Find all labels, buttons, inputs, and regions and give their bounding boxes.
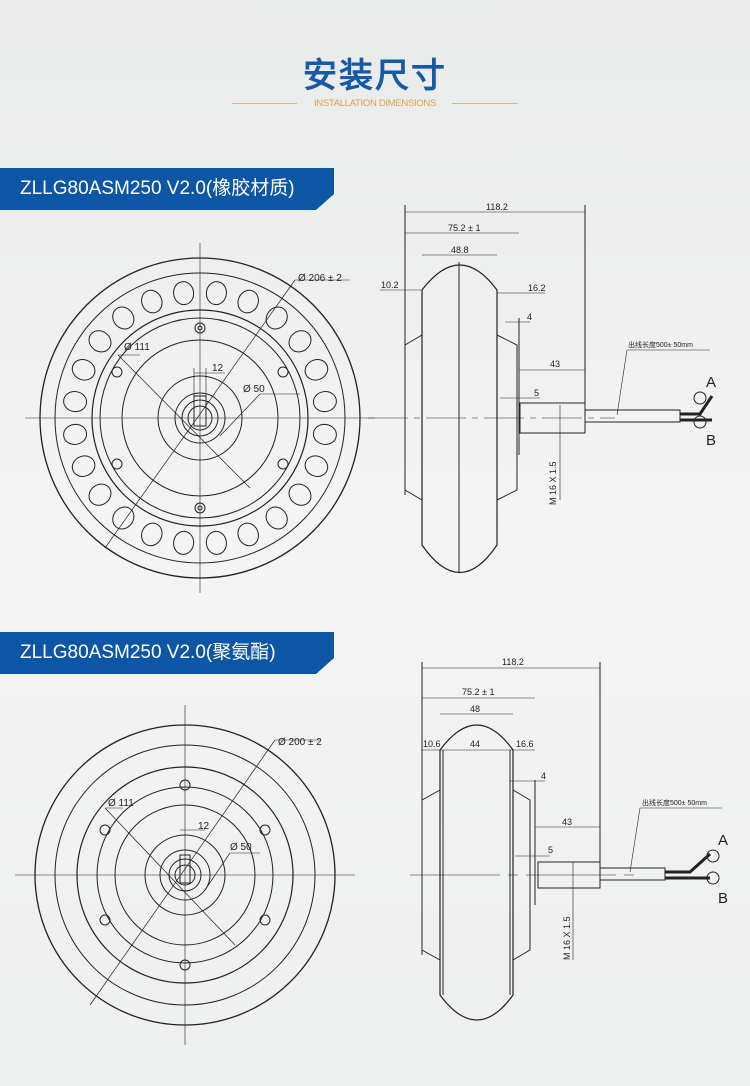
model-banner-rubber: ZLLG80ASM250 V2.0(橡胶材质) (0, 168, 334, 210)
axle-width-label: 12 (198, 821, 210, 832)
connector-b-label: B (706, 432, 716, 449)
ventilation-hole (265, 306, 288, 330)
shaft-length-label: 43 (562, 817, 572, 827)
divider-left (232, 103, 297, 104)
thread-label: M 16 X 1.5 (562, 916, 572, 960)
thread-label: M 16 X 1.5 (548, 461, 558, 505)
connector-a-label: A (706, 374, 716, 391)
ventilation-hole (112, 306, 135, 330)
ventilation-hole (88, 483, 112, 506)
flange-label: 4 (527, 312, 532, 322)
ventilation-hole (205, 281, 227, 306)
ventilation-hole (88, 330, 112, 353)
ventilation-hole (141, 522, 163, 547)
step-label: 5 (548, 845, 553, 855)
front-view-rubber (25, 243, 375, 593)
page-subtitle: INSTALLATION DIMENSIONS (313, 98, 437, 109)
ventilation-hole (141, 289, 163, 314)
cable-length-label: 出线长度500± 50mm (642, 798, 707, 807)
ventilation-hole (112, 506, 135, 530)
left-offset-label: 10.6 (423, 739, 441, 749)
left-offset-label: 10.2 (381, 280, 399, 290)
connector-b-label: B (718, 890, 728, 907)
inner-width-label: 44 (470, 739, 480, 749)
total-length-label: 118.2 (486, 202, 508, 212)
shaft-length-label: 43 (550, 359, 560, 369)
divider-right (452, 103, 518, 104)
step-label: 5 (534, 388, 539, 398)
side-view-polyurethane (410, 662, 722, 1021)
rim-diameter-label: Ø 111 (108, 798, 134, 809)
ventilation-hole (173, 281, 195, 306)
ventilation-hole (205, 530, 227, 555)
cable-length-label: 出线长度500± 50mm (628, 340, 693, 349)
bolt-holes (111, 322, 289, 514)
tire-width-label: 48.8 (451, 245, 469, 255)
ventilation-hole (288, 483, 312, 506)
ventilation-hole (71, 359, 96, 381)
outer-diameter-label: Ø 200 ± 2 (278, 737, 322, 748)
ventilation-hole (265, 506, 288, 530)
ventilation-hole (312, 423, 337, 445)
ventilation-hole (237, 289, 259, 314)
outer-diameter-label: Ø 206 ± 2 (298, 273, 342, 284)
ventilation-hole (288, 330, 312, 353)
right-offset-label: 16.6 (516, 739, 534, 749)
right-offset-label: 16.2 (528, 283, 546, 293)
rim-diameter-label: Ø 111 (124, 342, 150, 353)
tire-width-label: 48 (470, 704, 480, 714)
flange-label: 4 (541, 771, 546, 781)
bolt-holes (99, 779, 271, 971)
ventilation-holes (63, 281, 337, 555)
front-view-polyurethane (15, 705, 355, 1045)
ventilation-hole (173, 530, 195, 555)
ventilation-hole (63, 391, 88, 413)
ventilation-hole (304, 455, 329, 477)
hub-diameter-label: Ø 50 (243, 384, 265, 395)
axle-width-label: 12 (212, 363, 224, 374)
width-label: 75.2 ± 1 (448, 223, 480, 233)
page-title: 安装尺寸 (303, 56, 447, 96)
ventilation-hole (71, 455, 96, 477)
ventilation-hole (312, 391, 337, 413)
ventilation-hole (63, 423, 88, 445)
connector-a-label: A (718, 832, 728, 849)
width-label: 75.2 ± 1 (462, 687, 494, 697)
total-length-label: 118.2 (502, 657, 524, 667)
ventilation-hole (304, 359, 329, 381)
hub-diameter-label: Ø 50 (230, 842, 252, 853)
model-banner-polyurethane: ZLLG80ASM250 V2.0(聚氨酯) (0, 632, 334, 674)
side-view-rubber (368, 205, 714, 573)
ventilation-hole (237, 522, 259, 547)
